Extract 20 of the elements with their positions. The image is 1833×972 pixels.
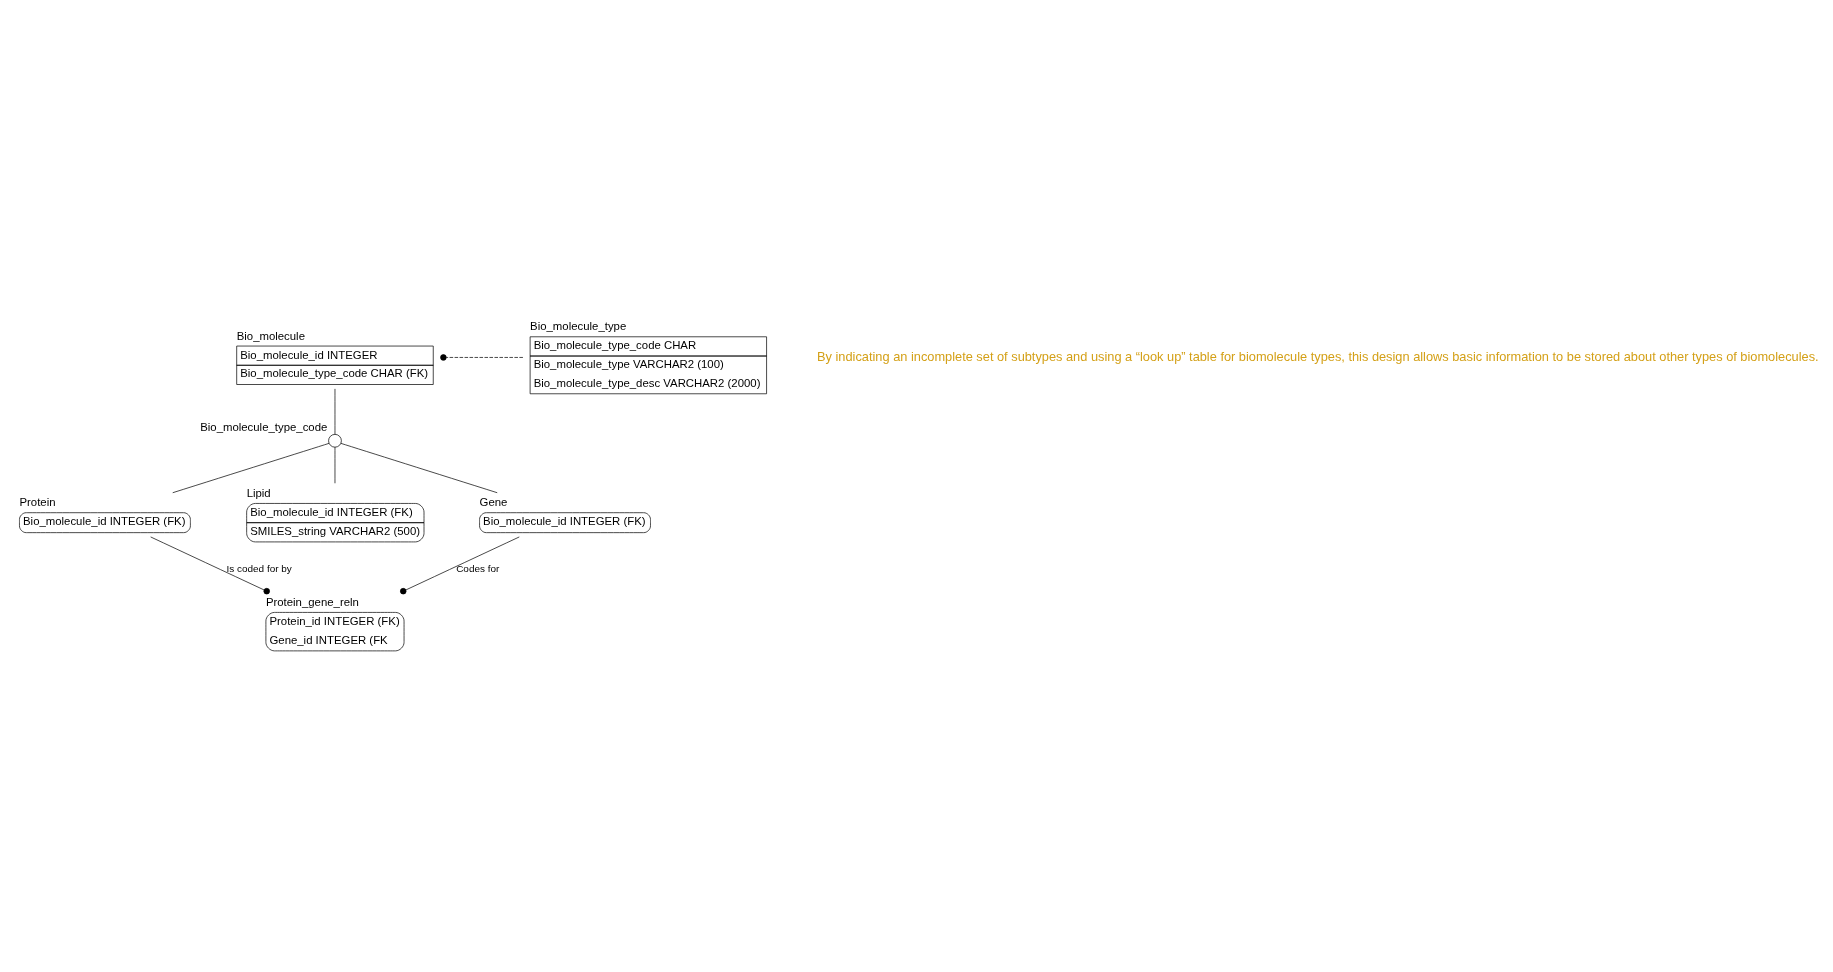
connector bbox=[150, 536, 270, 595]
node-box: Protein_id INTEGER (FK) Gene_id INTEGER (FK bbox=[265, 612, 405, 652]
node-label: Lipid bbox=[246, 486, 271, 499]
connector bbox=[440, 354, 524, 361]
node-circle bbox=[328, 434, 342, 448]
edge-label: Is coded for by bbox=[226, 562, 292, 574]
connector bbox=[340, 443, 498, 494]
node-box: Bio_molecule_id INTEGER (FK) bbox=[479, 512, 651, 533]
node-label: Bio_molecule bbox=[236, 329, 305, 342]
node-label: Bio_molecule_type bbox=[530, 320, 627, 333]
node-label: Gene bbox=[479, 496, 508, 509]
connector bbox=[334, 388, 336, 435]
node-box: Bio_molecule_id INTEGER (FK) bbox=[19, 512, 191, 533]
label: By indicating an incomplete set of subtypes and using a “look up” table for biomolecule types, this design allows basic information to be stored about other types of biomolecules. bbox=[817, 348, 1819, 364]
edge-label: Codes for bbox=[456, 562, 500, 574]
node-label: Bio_molecule_type_code bbox=[200, 420, 328, 433]
connector bbox=[400, 536, 520, 595]
node-label: Protein bbox=[19, 496, 56, 509]
node-label: Protein_gene_reln bbox=[265, 595, 359, 608]
connector bbox=[172, 443, 330, 494]
